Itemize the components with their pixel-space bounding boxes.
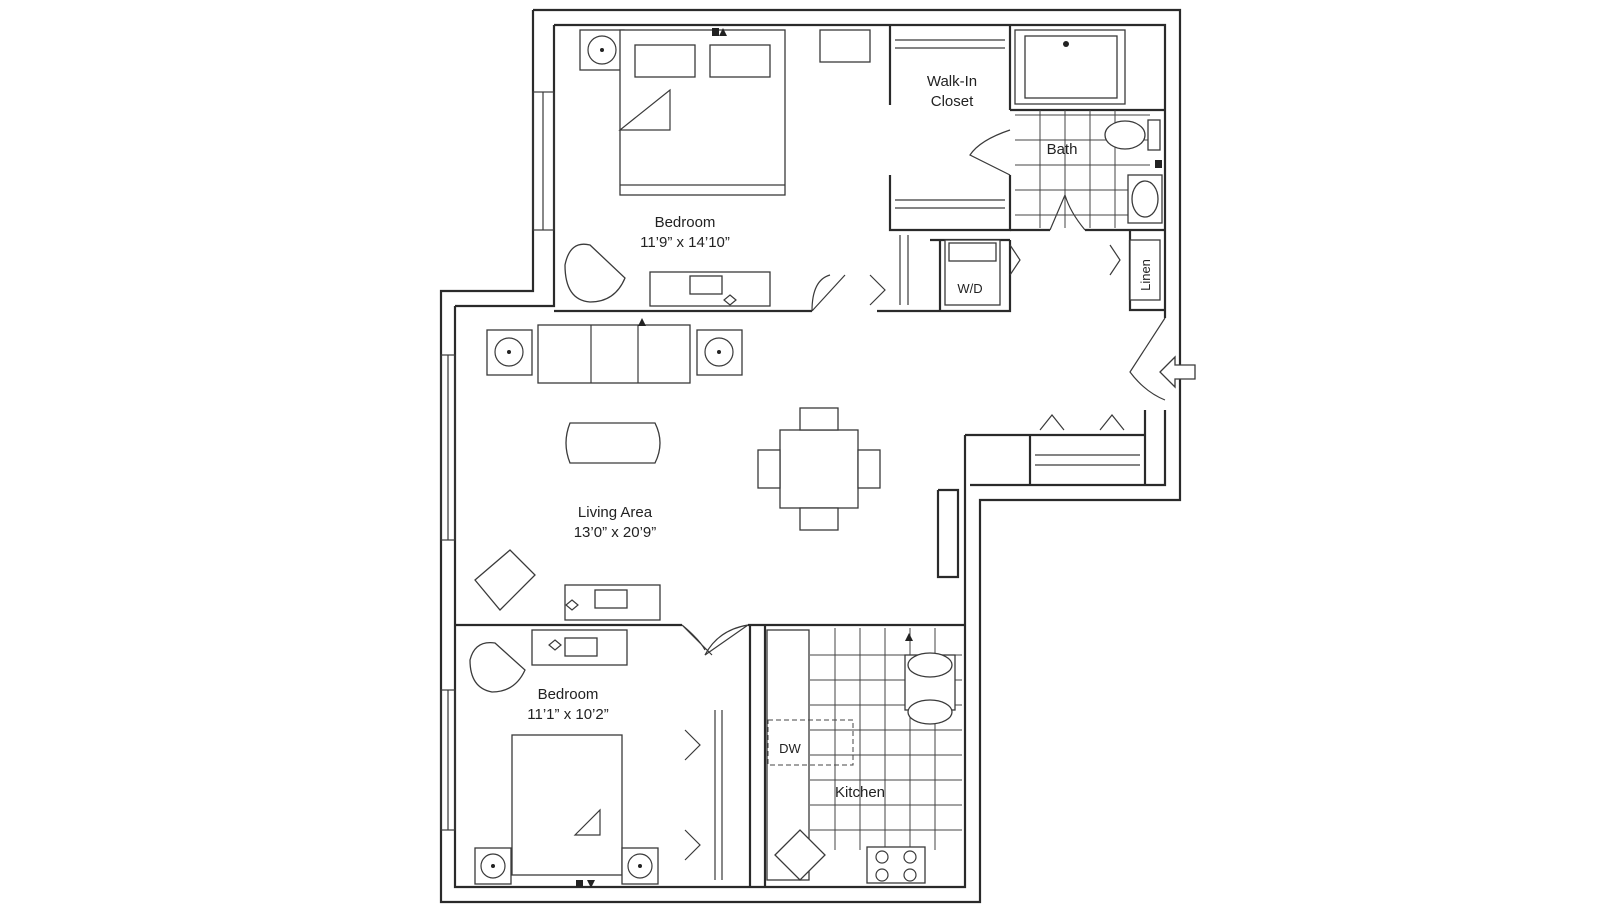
bedroom-second-name: Bedroom bbox=[538, 686, 599, 703]
linen-label: Linen bbox=[1138, 259, 1153, 291]
walk-in-closet-label-line1: Walk-In bbox=[927, 73, 977, 90]
dishwasher-label: DW bbox=[779, 741, 801, 756]
master-bedroom-furniture bbox=[564, 28, 871, 307]
bedroom-main-dims: 11’9” x 14’10” bbox=[640, 234, 730, 251]
ceiling-fan-icon bbox=[587, 35, 617, 65]
living-area-dims: 13’0” x 20’9” bbox=[574, 524, 657, 541]
ceiling-fan-icon bbox=[480, 853, 506, 879]
ceiling-fan-icon bbox=[627, 853, 653, 879]
windows bbox=[440, 91, 555, 831]
entry-arrow-icon bbox=[1159, 355, 1196, 389]
bedroom-second-dims: 11’1” x 10’2” bbox=[527, 706, 608, 723]
washer-dryer-label: W/D bbox=[957, 281, 982, 296]
kitchen-fixtures bbox=[766, 628, 962, 884]
bath-fixtures bbox=[1014, 29, 1163, 228]
bath-label: Bath bbox=[1047, 141, 1078, 158]
second-bedroom-furniture bbox=[469, 629, 659, 888]
walk-in-closet-label-line2: Closet bbox=[931, 93, 974, 110]
kitchen-label: Kitchen bbox=[835, 784, 885, 801]
closet-rods bbox=[714, 39, 1140, 880]
linen-closet bbox=[1129, 239, 1161, 301]
living-area-name: Living Area bbox=[578, 504, 653, 521]
ceiling-fan-icon bbox=[704, 337, 734, 367]
exterior-walls bbox=[439, 8, 1182, 904]
interior-walls bbox=[455, 25, 1165, 887]
bedroom-main-name: Bedroom bbox=[655, 214, 716, 231]
living-area-furniture bbox=[474, 318, 881, 621]
doors bbox=[681, 129, 1166, 861]
ceiling-fan-icon bbox=[494, 337, 524, 367]
